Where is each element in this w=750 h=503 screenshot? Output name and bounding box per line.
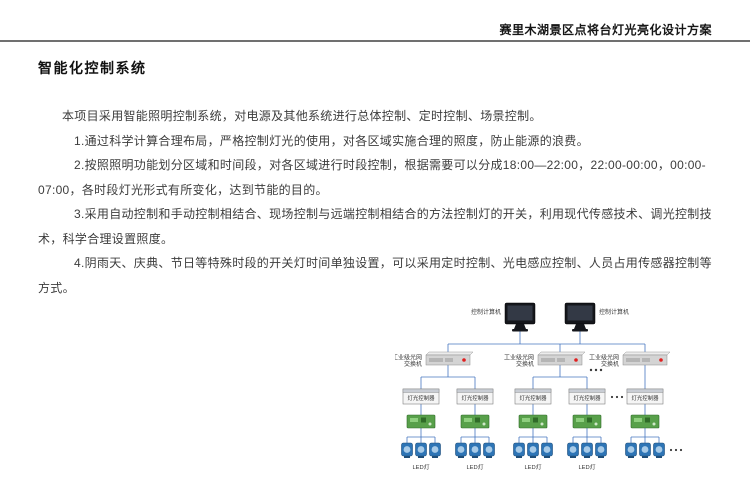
ellipsis-lamp-row [669,448,683,452]
lamp-icon [415,442,427,459]
led-lamp-label: LED灯 [524,463,541,471]
lighting-control-network-diagram: 控制计算机 控制计算机 工业级光网 交换机 工业级光网 交换机 工业级光网 交换… [395,302,683,471]
switch-label: 交换机 [404,360,422,368]
led-lamp-label: LED灯 [578,463,595,471]
connector-lines [406,331,660,443]
lamp-icon [513,442,525,459]
led-lamp-label: LED灯 [412,463,429,471]
lamp-icon [541,442,553,459]
control-computer-icon [564,302,596,332]
ellipsis-switch-row [589,368,603,372]
paragraph-item-4: 4.阴雨天、庆典、节日等特殊时段的开关灯时间单独设置，可以采用定时控制、光电感应… [38,256,712,295]
paragraph-item-3: 3.采用自动控制和手动控制相结合、现场控制与远端控制相结合的方法控制灯的开关，利… [38,207,712,246]
switch-label: 工业级光网 [395,354,422,362]
network-switch-icon [425,351,474,366]
dimmer-module-icon [630,414,660,429]
lamp-icon [625,442,637,459]
light-controller-label: 灯光控制器 [632,394,660,402]
lamp-icon [483,442,495,459]
lamp-icon [653,442,665,459]
header-rule [0,40,750,42]
switch-label: 交换机 [601,360,619,368]
network-switch-icon [622,351,671,366]
ellipsis-controller-row [610,395,624,399]
light-controller-label: 灯光控制器 [574,394,602,402]
switch-label: 交换机 [516,360,534,368]
network-switch-icon [537,351,586,366]
lamp-icon [595,442,607,459]
light-controller-label: 灯光控制器 [520,394,548,402]
lamp-icon [567,442,579,459]
light-controller-label: 灯光控制器 [408,394,436,402]
paragraph-item-2: 2.按照照明功能划分区域和时间段，对各区域进行时段控制，根据需要可以分成18:0… [38,158,706,197]
dimmer-module-icon [572,414,602,429]
control-computer-label: 控制计算机 [471,308,501,316]
control-computer-icon [504,302,536,332]
led-lamp-label: LED灯 [466,463,483,471]
lamp-icon [469,442,481,459]
lamp-icon [639,442,651,459]
doc-title: 赛里木湖景区点将台灯光亮化设计方案 [499,23,712,37]
lamp-icon [429,442,441,459]
paragraph-intro: 本项目采用智能照明控制系统，对电源及其他系统进行总体控制、定时控制、场景控制。 [62,109,542,123]
lamp-icon [581,442,593,459]
body-text: 本项目采用智能照明控制系统，对电源及其他系统进行总体控制、定时控制、场景控制。 … [38,104,714,300]
lamp-icon [455,442,467,459]
switch-label: 工业级光网 [589,354,619,362]
switch-label: 工业级光网 [504,354,534,362]
lamp-icon [401,442,413,459]
dimmer-module-icon [518,414,548,429]
control-computer-label: 控制计算机 [599,308,629,316]
dimmer-module-icon [460,414,490,429]
paragraph-item-1: 1.通过科学计算合理布局，严格控制灯光的使用，对各区域实施合理的照度，防止能源的… [74,133,589,148]
dimmer-module-icon [406,414,436,429]
lamp-icon [527,442,539,459]
page-title: 智能化控制系统 [38,60,147,76]
light-controller-label: 灯光控制器 [462,394,490,402]
